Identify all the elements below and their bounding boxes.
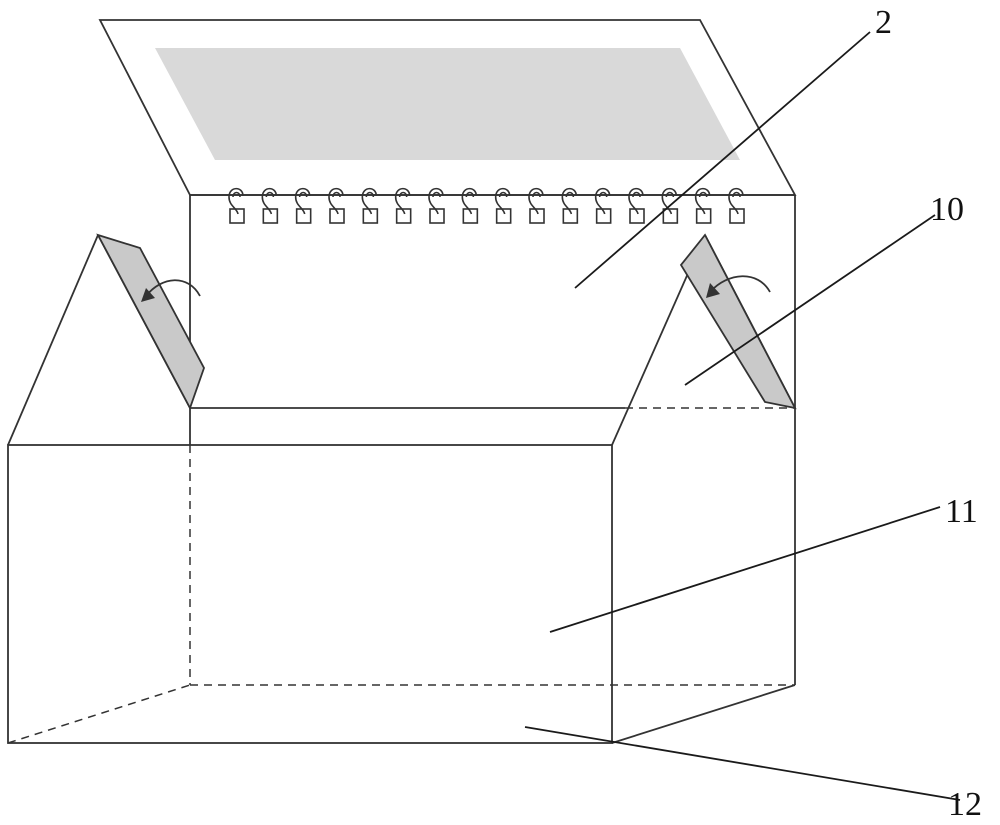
- binding-ring: [729, 189, 744, 223]
- binding-ring: [296, 189, 311, 223]
- binding-ring: [529, 189, 544, 223]
- binding-ring: [562, 189, 577, 223]
- left-flap-tab: [98, 235, 204, 408]
- binding-ring: [396, 189, 411, 223]
- label-12: 12: [948, 786, 982, 823]
- binding-ring: [362, 189, 377, 223]
- binding-ring: [329, 189, 344, 223]
- spiral-binding: [229, 189, 744, 223]
- lid: [100, 20, 795, 195]
- binding-ring: [462, 189, 477, 223]
- binding-ring: [696, 189, 711, 223]
- reference-labels: 2 10 11 12: [875, 4, 982, 823]
- label-2: 2: [875, 4, 892, 41]
- binding-ring: [229, 189, 244, 223]
- binding-ring: [262, 189, 277, 223]
- right-side-flap: [612, 235, 795, 445]
- leader-12: [525, 727, 960, 800]
- left-side-flap: [8, 235, 204, 445]
- binding-ring: [596, 189, 611, 223]
- binding-ring: [429, 189, 444, 223]
- lid-display-panel: [155, 48, 740, 160]
- label-11: 11: [945, 493, 978, 530]
- binding-ring: [629, 189, 644, 223]
- box-body: [8, 445, 795, 743]
- leader-11: [550, 507, 940, 632]
- label-10: 10: [930, 191, 964, 228]
- box-front-face: [8, 445, 612, 743]
- binding-ring: [496, 189, 511, 223]
